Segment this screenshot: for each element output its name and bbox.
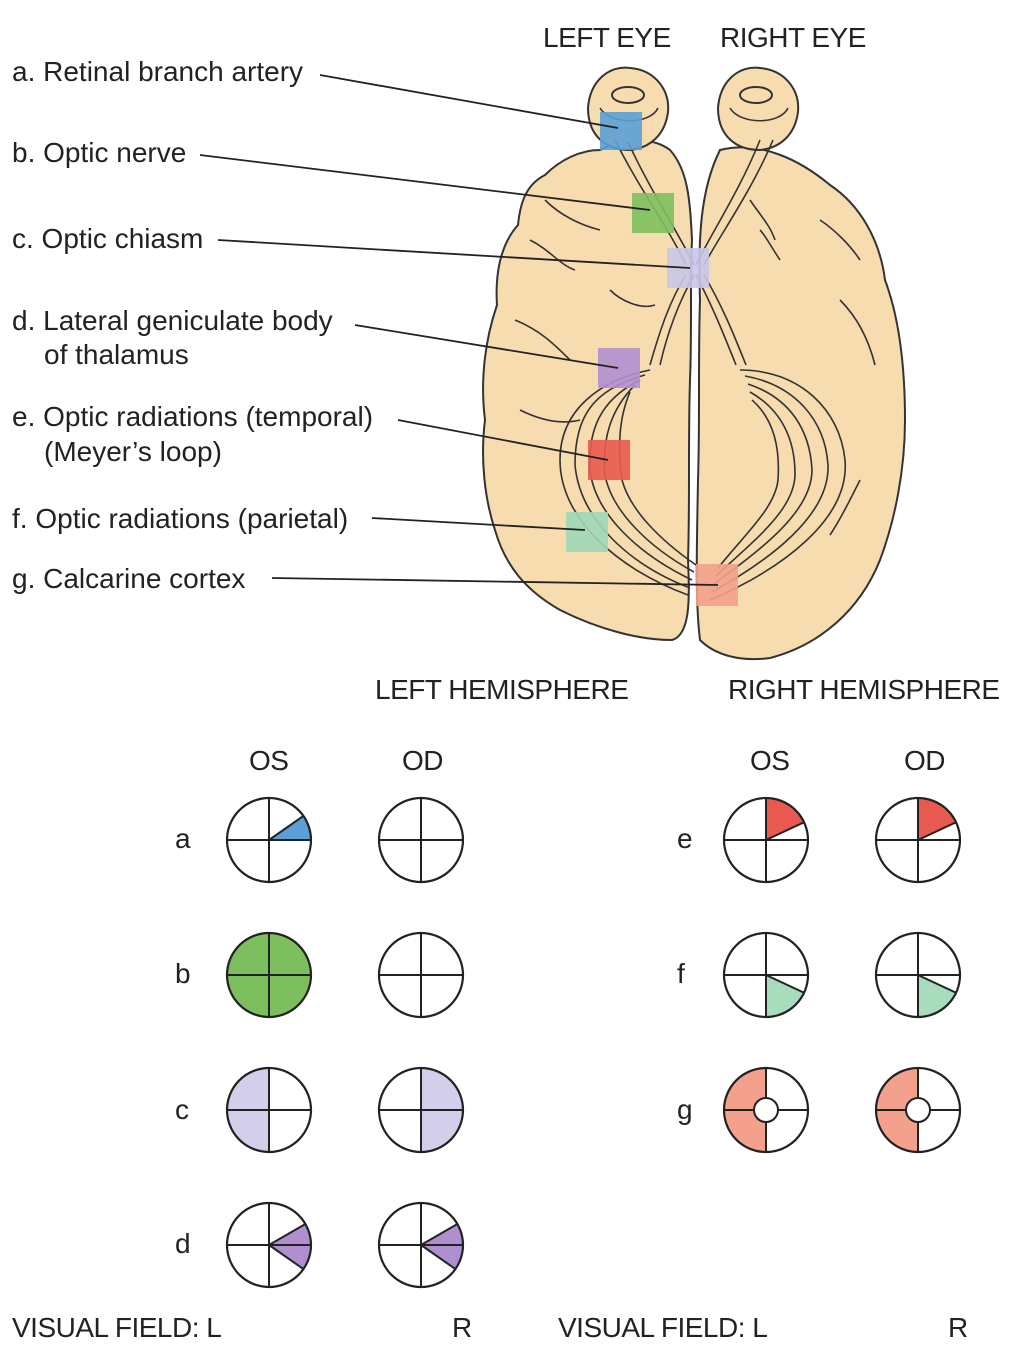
field-c-od	[379, 1068, 463, 1152]
field-g-os	[724, 1068, 808, 1152]
field-c-os	[227, 1068, 311, 1152]
field-g-od	[876, 1068, 960, 1152]
field-d-od	[379, 1203, 463, 1287]
footer-left-label: VISUAL FIELD: L	[12, 1312, 221, 1344]
footer-left-r: R	[452, 1312, 472, 1344]
field-a-od	[379, 798, 463, 882]
field-e-od	[876, 798, 960, 882]
footer-right-r: R	[948, 1312, 968, 1344]
footer-right-label: VISUAL FIELD: L	[558, 1312, 767, 1344]
field-f-os	[724, 933, 808, 1017]
field-a-os	[227, 798, 311, 882]
field-e-os	[724, 798, 808, 882]
field-b-od	[379, 933, 463, 1017]
field-f-od	[876, 933, 960, 1017]
field-b-os	[227, 933, 311, 1017]
field-d-os	[227, 1203, 311, 1287]
